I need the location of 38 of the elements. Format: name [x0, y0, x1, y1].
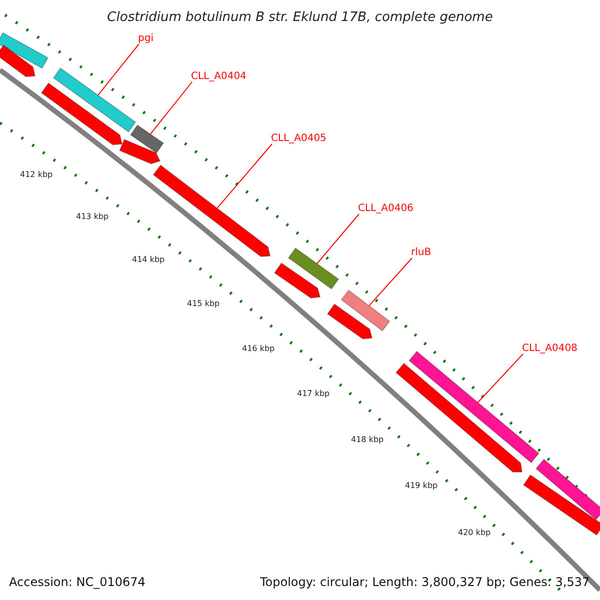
- gene-label: pgi: [138, 34, 154, 44]
- map-title: Clostridium botulinum B str. Eklund 17B, complete genome: [106, 11, 494, 24]
- leader-line: [477, 354, 524, 403]
- gene-bar: [0, 32, 49, 69]
- leader-line: [368, 258, 412, 306]
- gene-feature: [119, 138, 161, 164]
- gene-feature: [40, 82, 123, 146]
- scale-label: 414 kbp: [132, 256, 165, 264]
- scale-label: 412 kbp: [20, 171, 53, 179]
- leader-line: [216, 144, 272, 209]
- gene-feature: [326, 303, 373, 340]
- scale-label: 417 kbp: [297, 390, 330, 398]
- leader-line: [316, 214, 360, 264]
- gene-bar: [535, 458, 600, 520]
- gene-bar: [340, 290, 390, 332]
- leader-line: [150, 82, 192, 135]
- gene-feature: [274, 262, 321, 299]
- gene-feature: [0, 44, 36, 78]
- gene-feature: [152, 164, 271, 257]
- scale-label: 419 kbp: [405, 482, 438, 490]
- gene-label: CLL_A0404: [191, 72, 246, 82]
- scale-label: 415 kbp: [187, 300, 220, 308]
- gene-label: CLL_A0406: [358, 204, 414, 214]
- leader-line: [98, 44, 140, 96]
- gene-feature: [395, 362, 523, 472]
- scale-label: 413 kbp: [76, 213, 109, 221]
- gene-bar: [52, 67, 136, 133]
- gene-label: CLL_A0408: [522, 344, 578, 354]
- gene-label: CLL_A0405: [271, 134, 326, 144]
- genome-stats-text: Topology: circular; Length: 3,800,327 bp; Genes: 3,537: [260, 576, 590, 588]
- scale-label: 416 kbp: [242, 345, 275, 353]
- gene-bar: [522, 474, 600, 536]
- gene-bar: [288, 247, 340, 290]
- gene-bar: [130, 124, 164, 154]
- gene-label: rluB: [411, 248, 432, 258]
- accession-text: Accession: NC_010674: [9, 576, 146, 588]
- scale-label: 420 kbp: [458, 529, 491, 537]
- scale-label: 418 kbp: [351, 436, 384, 444]
